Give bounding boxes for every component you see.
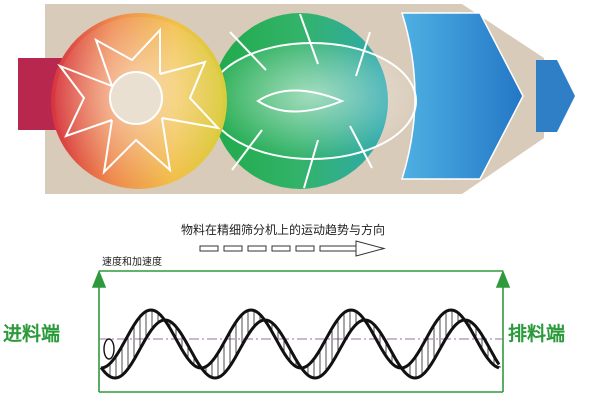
outlet-arrow [536, 60, 575, 132]
y-axis-label: 速度和加速度 [102, 255, 162, 268]
start-loop [103, 338, 115, 360]
feed-rotor [51, 13, 227, 189]
acceleration-wave [99, 318, 501, 380]
inlet-end-label: 进料端 [3, 322, 60, 345]
outlet-end-label: 排料端 [508, 322, 565, 345]
motion-waves [99, 308, 501, 380]
wave-frame [91, 269, 511, 393]
middle-rotor [207, 13, 417, 189]
diagram-caption: 物料在精细筛分机上的运动趋势与方向 [181, 222, 385, 237]
direction-arrow [199, 240, 386, 257]
discharge-chamber [400, 12, 524, 180]
